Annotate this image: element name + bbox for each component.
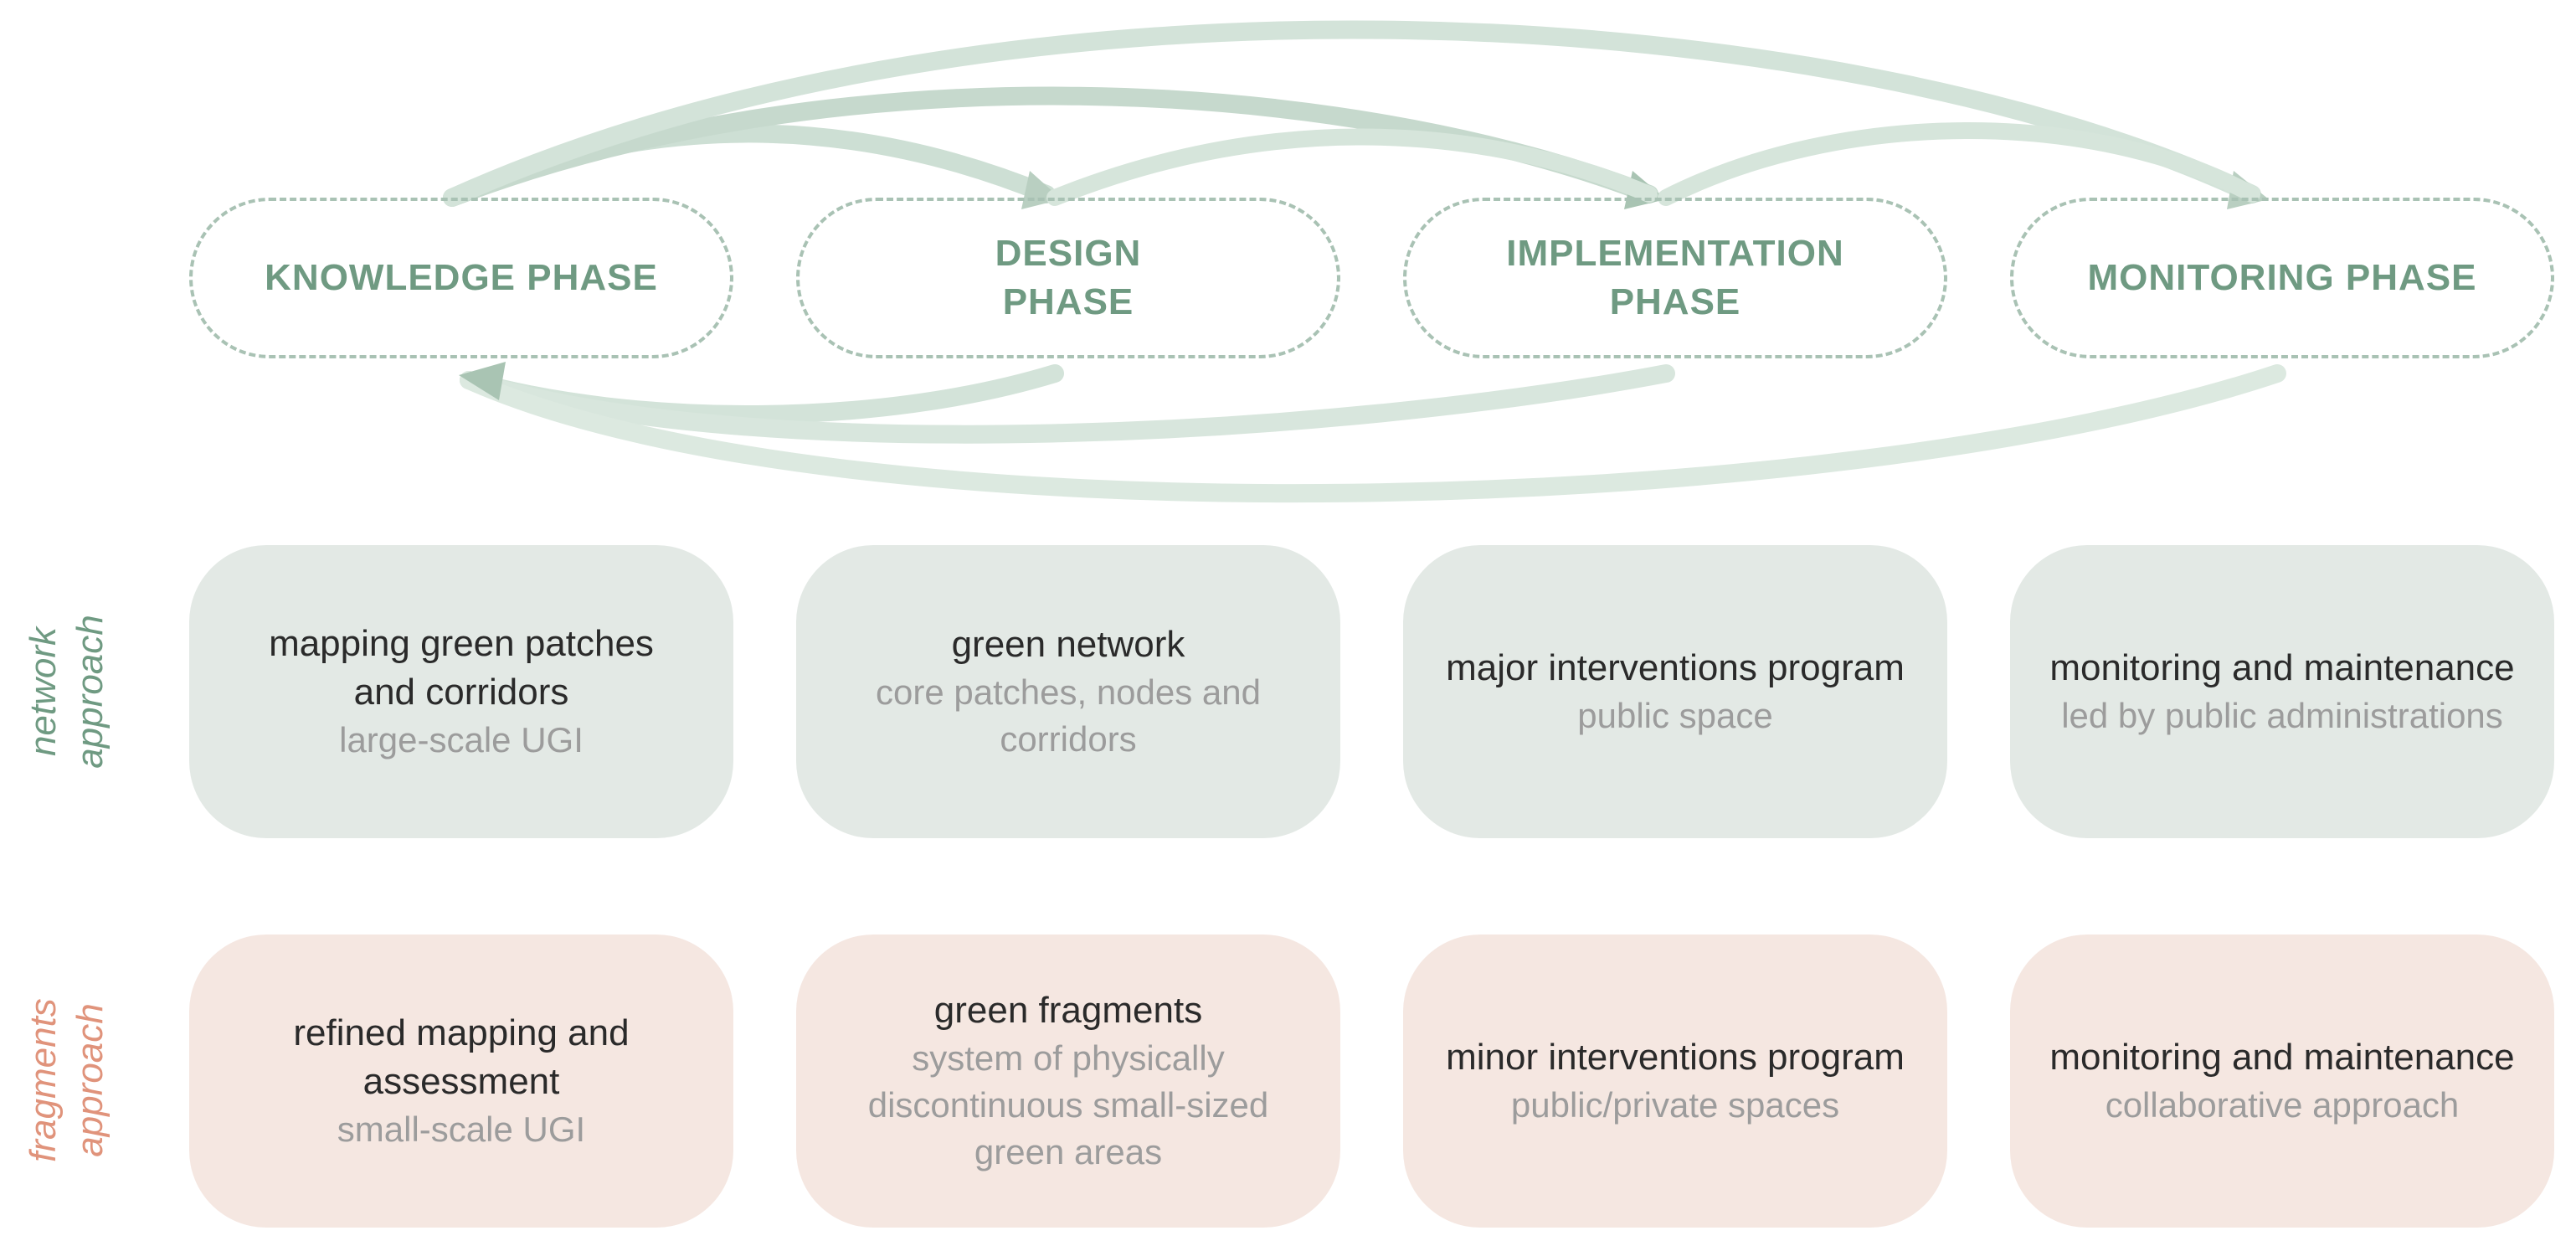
box-title: major interventions program — [1446, 647, 1905, 688]
box-subtitle: small-scale UGI — [337, 1110, 586, 1149]
fragments-box-implementation: minor interventions program public/priva… — [1403, 934, 1947, 1228]
phase-implementation-label: IMPLEMENTATION PHASE — [1506, 233, 1844, 322]
network-box-design: green network core patches, nodes and co… — [796, 545, 1340, 838]
box-title: minor interventions program — [1446, 1037, 1905, 1078]
phase-knowledge: KNOWLEDGE PHASE — [189, 198, 733, 358]
arrow-design-to-implementation — [1046, 128, 1658, 206]
phase-design: DESIGN PHASE — [796, 198, 1340, 358]
arrowhead-knowledge — [459, 362, 506, 400]
fragments-approach-label: fragments approach — [23, 998, 111, 1162]
arrow-implementation-to-knowledge — [460, 364, 1675, 444]
phase-monitoring-label: MONITORING PHASE — [2087, 257, 2477, 298]
fragments-box-design: green fragments system of physically dis… — [796, 934, 1340, 1228]
box-title: monitoring and maintenance — [2049, 647, 2515, 688]
network-box-knowledge: mapping green patches and corridors larg… — [189, 545, 733, 838]
arrow-monitoring-to-knowledge — [460, 364, 2286, 503]
box-subtitle: large-scale UGI — [339, 720, 584, 759]
arrow-implementation-to-monitoring — [1658, 122, 2260, 206]
box-title: green fragments — [933, 990, 1203, 1031]
network-box-implementation: major interventions program public space — [1403, 545, 1947, 838]
box-title: mapping green patches and corridors — [269, 623, 654, 713]
phase-design-label: DESIGN PHASE — [995, 233, 1142, 322]
box-subtitle: collaborative approach — [2105, 1085, 2460, 1125]
box-subtitle: core patches, nodes and corridors — [876, 672, 1261, 759]
arrow-knowledge-to-monitoring — [443, 20, 2261, 207]
phase-knowledge-label: KNOWLEDGE PHASE — [265, 257, 658, 298]
phase-monitoring: MONITORING PHASE — [2010, 198, 2554, 358]
box-subtitle: public/private spaces — [1510, 1085, 1840, 1125]
phase-implementation: IMPLEMENTATION PHASE — [1403, 198, 1947, 358]
box-title: monitoring and maintenance — [2049, 1037, 2515, 1078]
network-box-monitoring: monitoring and maintenance led by public… — [2010, 545, 2554, 838]
box-subtitle: led by public administrations — [2061, 696, 2503, 735]
box-subtitle: public space — [1577, 696, 1773, 735]
box-title: green network — [951, 624, 1185, 665]
box-subtitle: system of physically discontinuous small… — [867, 1038, 1269, 1171]
box-title: refined mapping and assessment — [293, 1012, 630, 1102]
fragments-box-monitoring: monitoring and maintenance collaborative… — [2010, 934, 2554, 1228]
network-approach-label: network approach — [23, 615, 111, 769]
fragments-box-knowledge: refined mapping and assessment small-sca… — [189, 934, 733, 1228]
